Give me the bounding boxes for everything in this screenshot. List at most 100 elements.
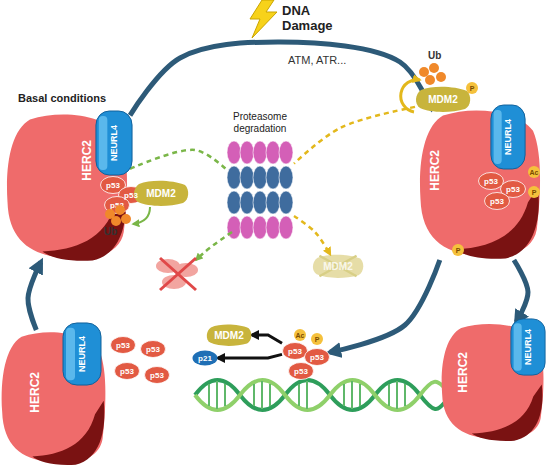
- node-text: p53: [288, 347, 302, 356]
- node-oval: p53: [140, 340, 166, 358]
- ligase-oval: [313, 255, 363, 278]
- node-oval: p53: [282, 342, 308, 360]
- ligase-highlight: [66, 328, 75, 380]
- edge-label: ATM, ATR...: [288, 54, 346, 66]
- node-text: p53: [106, 181, 120, 190]
- label-mod: P: [452, 244, 464, 256]
- ligase-oval: [134, 181, 188, 206]
- dna-rung: [343, 384, 345, 406]
- dna-rung: [396, 381, 398, 409]
- ubiquitination-arrow: [133, 207, 150, 224]
- protein-oval: [105, 197, 130, 214]
- ligase-body: [63, 323, 101, 385]
- node-text: p53: [310, 353, 324, 362]
- cross-mark: [160, 258, 196, 290]
- ubiquitin-bead: [111, 216, 121, 226]
- node-text: HERC2: [28, 372, 42, 413]
- ubiquitin-bead: [121, 214, 131, 224]
- node-text: p53: [116, 341, 130, 350]
- node-neurl: NEURL4: [510, 318, 546, 376]
- proteasome-subunit: [266, 191, 280, 214]
- ubiquitin-chain: [105, 205, 131, 226]
- node-neurl: NEURL4: [490, 104, 526, 170]
- node-text: NEURL4: [77, 336, 87, 372]
- node-prot: Proteasome degradation: [226, 140, 294, 240]
- ubiquitin-bead: [105, 209, 115, 219]
- node-oval: p53: [478, 172, 504, 190]
- proteasome-subunit: [266, 216, 280, 239]
- dna-strand: [195, 380, 445, 410]
- connector-arrow: [294, 216, 330, 254]
- proteasome-subunit: [279, 216, 293, 239]
- node-blue: p21: [192, 350, 218, 366]
- cross-mark: [319, 256, 356, 276]
- dna-helix: [195, 380, 445, 410]
- node-text: p53: [124, 191, 138, 200]
- cross-mark: [319, 256, 356, 276]
- degraded-protein: [156, 258, 198, 290]
- node-text: MDM2: [428, 94, 457, 105]
- label-mod: P: [528, 186, 540, 198]
- node-text: p53: [490, 197, 504, 206]
- connector-arrow: [28, 262, 41, 330]
- protein-oval: [141, 341, 166, 358]
- proteasome-subunit: [279, 191, 293, 214]
- ubiquitin-bead: [436, 72, 446, 82]
- protein-fragment: [162, 275, 186, 289]
- node-yel: MDM2: [415, 86, 471, 112]
- dna-rung: [298, 384, 300, 406]
- connector-arrow: [218, 354, 282, 358]
- protein-oval: [289, 363, 314, 380]
- proteasome-subunit: [266, 166, 280, 189]
- ligase-highlight: [514, 323, 522, 370]
- node-text: HERC2: [80, 140, 94, 181]
- connector-arrow: [514, 260, 528, 322]
- protein-oval: [115, 363, 140, 380]
- proteasome-subunit: [227, 166, 241, 189]
- dna-rung: [208, 384, 210, 406]
- ligase-shadow: [43, 190, 126, 261]
- proteasome-subunit: [279, 141, 293, 164]
- connector-arrow: [130, 42, 430, 115]
- label-mod: P: [466, 82, 478, 94]
- node-text: NEURL4: [109, 125, 119, 161]
- protein-oval: [283, 343, 308, 360]
- node-shape: [226, 140, 294, 240]
- proteasome-subunit: [253, 216, 267, 239]
- ubiquitin-bead: [425, 75, 435, 85]
- dna-strand: [195, 380, 445, 410]
- label-ub: Ub: [104, 226, 117, 237]
- node-text: p53: [146, 345, 160, 354]
- ubiquitin-bead: [115, 205, 125, 215]
- proteasome-subunit: [253, 166, 267, 189]
- ubiquitin-bead: [429, 63, 439, 73]
- connector-arrow: [130, 150, 226, 169]
- node-oval: p53: [288, 362, 314, 380]
- proteasome-subunit: [227, 216, 241, 239]
- node-oval: p53: [114, 362, 140, 380]
- label-dd: DNA Damage: [282, 3, 344, 33]
- ligase-highlight: [99, 116, 108, 170]
- node-text: Proteasome degradation: [206, 111, 314, 135]
- proteasome-subunit: [279, 166, 293, 189]
- dna-rung: [404, 384, 406, 406]
- node-yelx: MDM2: [312, 254, 364, 278]
- protein-oval: [479, 173, 504, 190]
- node-text: p53: [484, 177, 498, 186]
- label-mod: Ac: [294, 329, 306, 341]
- node-oval: p53: [144, 366, 170, 384]
- proteasome-subunit: [240, 166, 254, 189]
- dna-rung: [359, 384, 361, 406]
- node-text: NEURL4: [523, 329, 533, 365]
- node-text: HERC2: [456, 352, 470, 393]
- ligase-oval: [207, 325, 252, 346]
- node-oval: p53: [484, 192, 510, 210]
- node-text: p21: [198, 354, 212, 363]
- lightning-bolt: [250, 0, 277, 38]
- connector-arrow: [294, 107, 415, 164]
- node-neurl: NEURL4: [95, 110, 133, 176]
- node-text: p53: [150, 371, 164, 380]
- ubiquitin-chain: [419, 63, 446, 85]
